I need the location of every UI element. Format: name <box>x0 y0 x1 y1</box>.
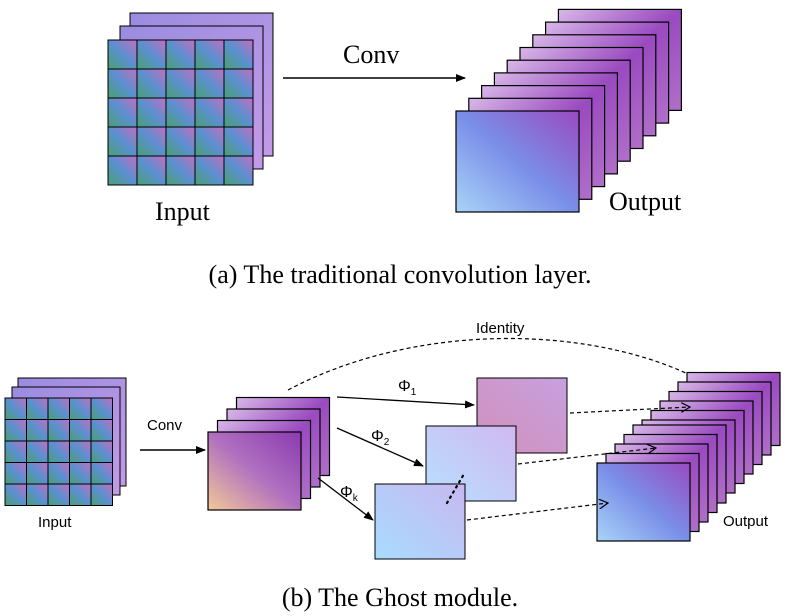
phi-1-label: Φ1 <box>398 378 417 398</box>
ghost-map-k <box>374 483 466 560</box>
input-a-cell <box>165 155 196 186</box>
phi-2-arrow <box>336 427 424 467</box>
input-b-cell <box>90 440 113 463</box>
output-label-b: Output <box>723 513 769 530</box>
input-a-cell <box>223 39 254 70</box>
phi-1-arrow <box>336 396 475 409</box>
input-label-b: Input <box>38 514 72 531</box>
input-a-cell <box>223 97 254 128</box>
input-label-a: Input <box>155 197 211 226</box>
input-a-cell <box>165 68 196 99</box>
output-label-a: Output <box>609 187 682 216</box>
input-a-cell <box>136 155 167 186</box>
input-a-cell <box>194 68 225 99</box>
input-a-cell <box>107 68 138 99</box>
identity-arrow <box>287 337 706 391</box>
conv-label-b: Conv <box>147 417 183 434</box>
input-a-cell <box>107 126 138 157</box>
input-b-cell <box>47 440 70 463</box>
intrinsic-feature-maps <box>207 396 331 511</box>
output-a-stack <box>455 8 683 213</box>
input-b-grid <box>4 397 113 506</box>
input-b-cell <box>4 462 27 485</box>
output-b-front-layer <box>596 462 691 542</box>
input-b-cell <box>26 419 49 442</box>
input-a-cell <box>136 39 167 70</box>
input-b-cell <box>26 483 49 506</box>
input-b-cell <box>90 419 113 442</box>
input-b-cell <box>4 440 27 463</box>
ghost-2-to-output-arrow <box>517 448 656 465</box>
input-b-cell <box>47 462 70 485</box>
phi-2-label: Φ2 <box>371 428 390 448</box>
input-b-cell <box>4 483 27 506</box>
input-b-cell <box>69 419 92 442</box>
input-a-cell <box>194 126 225 157</box>
input-b-cell <box>69 440 92 463</box>
output-a-layer <box>455 110 580 213</box>
input-b-cell <box>26 440 49 463</box>
input-b-cell <box>47 397 70 420</box>
input-b-cell <box>4 419 27 442</box>
input-b-cell <box>47 419 70 442</box>
caption-a: (a) The traditional convolution layer. <box>209 260 592 289</box>
input-a-grid <box>107 39 254 186</box>
input-b-cell <box>69 483 92 506</box>
identity-label: Identity <box>476 320 525 337</box>
input-a-cell <box>223 126 254 157</box>
input-a-cell <box>194 97 225 128</box>
ghost-k-to-output-arrow <box>466 503 608 521</box>
input-a-cell <box>136 126 167 157</box>
conv-label-a: Conv <box>343 40 399 69</box>
ghost-1-to-output-arrow <box>569 407 690 414</box>
phi-k-label: Φk <box>340 484 359 504</box>
input-a-cell <box>107 39 138 70</box>
input-b-cell <box>26 462 49 485</box>
input-b-cell <box>90 483 113 506</box>
phi-k-arrow <box>317 477 374 521</box>
input-a-cell <box>136 97 167 128</box>
input-b-cell <box>47 483 70 506</box>
input-a-cell <box>107 97 138 128</box>
input-b-cell <box>26 397 49 420</box>
input-b-cell <box>90 462 113 485</box>
input-a-cell <box>194 39 225 70</box>
input-a-cell <box>194 155 225 186</box>
input-b-cell <box>69 462 92 485</box>
input-a-cell <box>165 39 196 70</box>
caption-b: (b) The Ghost module. <box>282 583 518 612</box>
input-a-cell <box>136 68 167 99</box>
panel-b: Conv Identity Φ1 Φ2 Φk Input Output (b) … <box>4 320 781 612</box>
input-b-cell <box>4 397 27 420</box>
input-a-cell <box>165 126 196 157</box>
input-b-cell <box>69 397 92 420</box>
intrinsic-map-layer <box>207 431 302 511</box>
input-a-cell <box>223 68 254 99</box>
input-a-cell <box>107 155 138 186</box>
input-a-cell <box>223 155 254 186</box>
input-a-cell <box>165 97 196 128</box>
input-b-cell <box>90 397 113 420</box>
panel-a: Conv Input Output (a) The traditional co… <box>107 8 683 289</box>
ghost-ellipsis-dots <box>445 472 466 505</box>
